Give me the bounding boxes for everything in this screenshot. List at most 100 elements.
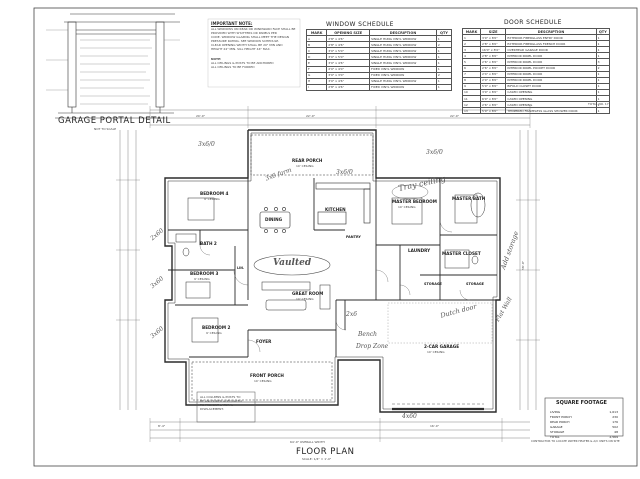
important-note-line: CLEAR OPENING WIDTH SHALL BE 20" MIN AND [211, 43, 283, 47]
square-footage-value: 1,613 [609, 409, 618, 414]
door-schedule-row-cell: 1 [595, 107, 611, 115]
important-note-line: HEIGHT 24" MIN. SILL HEIGHT 44" MAX. [211, 47, 271, 51]
room-front-porch-ceiling: 10' CEILING [254, 379, 272, 383]
room-bedroom-4-ceiling: 9' CEILING [204, 197, 220, 201]
dimension-bottom-left: 8'-4" [158, 424, 166, 428]
square-footage-value: 2,569 [609, 434, 618, 439]
handwritten-note: 2x6 [346, 311, 358, 318]
floor-plan-scale: SCALE: 1/4" = 1'-0" [302, 457, 332, 461]
handwritten-note: 4x60 [402, 413, 417, 420]
square-footage-label: TOTAL [550, 434, 560, 439]
garage-portal-detail-title: GARAGE PORTAL DETAIL [58, 116, 171, 126]
room-bedroom-2: BEDROOM 2 [202, 325, 231, 330]
window-schedule-row-cell: I [305, 83, 328, 91]
room-storage-2: STORAGE [466, 282, 484, 286]
room-dining: DINING [265, 217, 283, 222]
square-footage-row: LIVING 1,613 [550, 409, 618, 414]
important-note: IMPORTANT NOTE: ALL WINDOWS ON REAR OR W… [211, 21, 299, 70]
room-garage: 2-CAR GARAGE [424, 344, 460, 349]
square-footage-value: 176 [612, 419, 618, 424]
important-note-line: PROVIDED WITH SHUTTERS OR PANELS PER [211, 31, 277, 35]
square-footage-label: REAR PORCH [550, 419, 570, 424]
room-bedroom-4: BEDROOM 4 [200, 191, 229, 196]
handwritten-note: 3x6/0 [336, 169, 353, 176]
note-line: ALL CEILINGS & POSTS TO BE ANCHORED [211, 61, 274, 65]
window-schedule-row-cell: 2'8" x 4'6" [326, 83, 371, 91]
dimension-top-right: 22'-0" [450, 114, 460, 118]
room-linen: LIN. [237, 266, 245, 270]
important-note-line: CODE. WINDOW GLAZING SHALL MEET THE DESI… [211, 35, 290, 39]
room-master-bedroom: MASTER BEDROOM [392, 199, 437, 204]
room-garage-ceiling: 10' CEILING [427, 350, 445, 354]
contractor-note: CONTRACTOR TO LOCATE WATER HEATER & A/C … [531, 439, 620, 443]
column-anchor-note: ALL COLUMNS & POSTS TO BE ANCHORED ADEQU… [200, 395, 254, 411]
dimension-top-mid: 22'-0" [306, 114, 316, 118]
handwritten-note: 3x6/0 [198, 141, 215, 148]
column-note-line: ALL COLUMNS & POSTS TO [200, 395, 241, 399]
room-bath-2: BATH 2 [200, 241, 217, 246]
room-great-room-ceiling: 10' CEILING [296, 297, 314, 301]
window-schedule-row-cell: FIXED VINYL WINDOW [369, 83, 437, 91]
room-storage-1: STORAGE [424, 282, 442, 286]
window-schedule-title: WINDOW SCHEDULE [326, 21, 394, 28]
door-schedule-total: TOTAL NO. 17 [588, 102, 609, 106]
note-line: ALL CEILINGS TO BE FURRED [211, 65, 255, 69]
dimension-overall-width: 64'-0" OVERALL WIDTH [290, 440, 325, 444]
handwritten-note: 3x6/0 [426, 149, 443, 156]
room-master-closet: MASTER CLOSET [442, 251, 481, 256]
room-master-bath: MASTER BATH [452, 196, 486, 201]
room-bedroom-2-ceiling: 9' CEILING [206, 331, 222, 335]
door-schedule-row-cell: 13 [462, 107, 481, 115]
square-footage-value: 502 [612, 424, 618, 429]
door-schedule-row-cell: 5'0" x 8'0" [479, 107, 507, 115]
square-footage-row: TOTAL 2,569 [550, 434, 618, 439]
column-note-line: DISPLACEMENT. [200, 407, 224, 411]
door-schedule-row-cell: TEMPERED FRAMELESS GLASS SHOWER DOOR [505, 107, 597, 115]
square-footage-row: GARAGE 502 [550, 424, 618, 429]
square-footage-value: 230 [612, 414, 618, 419]
handwritten-note: Bench [358, 331, 378, 338]
important-note-line: ALL WINDOWS ON REAR OR WINDWARD FACE SHA… [211, 27, 296, 31]
important-note-box [207, 18, 301, 88]
column-note-line: TO PREVENT LATERAL [200, 403, 233, 407]
room-pantry: PANTRY [346, 235, 361, 239]
square-footage-label: STORAGE [550, 429, 565, 434]
dimension-overall-depth: 58'-0" [521, 260, 525, 270]
square-footage-title: SQUARE FOOTAGE [556, 400, 607, 406]
square-footage-value: 48 [614, 429, 618, 434]
important-note-line: PRESSURE RATING. SEE WINDOW SCHEDULE. [211, 39, 280, 43]
dimension-bottom-mid: 16'-0" [430, 424, 440, 428]
room-rear-porch-ceiling: 10' CEILING [296, 164, 314, 168]
important-note-heading: IMPORTANT NOTE: [211, 21, 253, 26]
square-footage-row: REAR PORCH 176 [550, 419, 618, 424]
garage-portal-detail-drawing [46, 13, 180, 119]
floor-plan-drawing [116, 106, 540, 442]
room-foyer: FOYER [256, 339, 272, 344]
room-front-porch: FRONT PORCH [250, 373, 284, 378]
dimension-top-left: 20'-0" [196, 114, 206, 118]
handwritten-note: Vaulted [273, 258, 312, 268]
room-master-bedroom-ceiling: 10' CEILING [398, 205, 416, 209]
handwritten-note: Drop Zone [356, 343, 389, 350]
room-bedroom-3-ceiling: 9' CEILING [194, 277, 210, 281]
room-laundry: LAUNDRY [408, 248, 431, 253]
room-kitchen: KITCHEN [325, 207, 346, 212]
column-note-line: BE ANCHORED ADEQUATELY [200, 399, 243, 403]
window-schedule-row-cell: 1 [435, 83, 453, 91]
square-footage-label: LIVING [550, 409, 561, 414]
room-rear-porch: REAR PORCH [292, 158, 323, 163]
note-heading: NOTE: [211, 57, 222, 61]
sqft-box-border [544, 397, 624, 437]
room-great-room: GREAT ROOM [292, 291, 324, 296]
square-footage-label: GARAGE [550, 424, 563, 429]
